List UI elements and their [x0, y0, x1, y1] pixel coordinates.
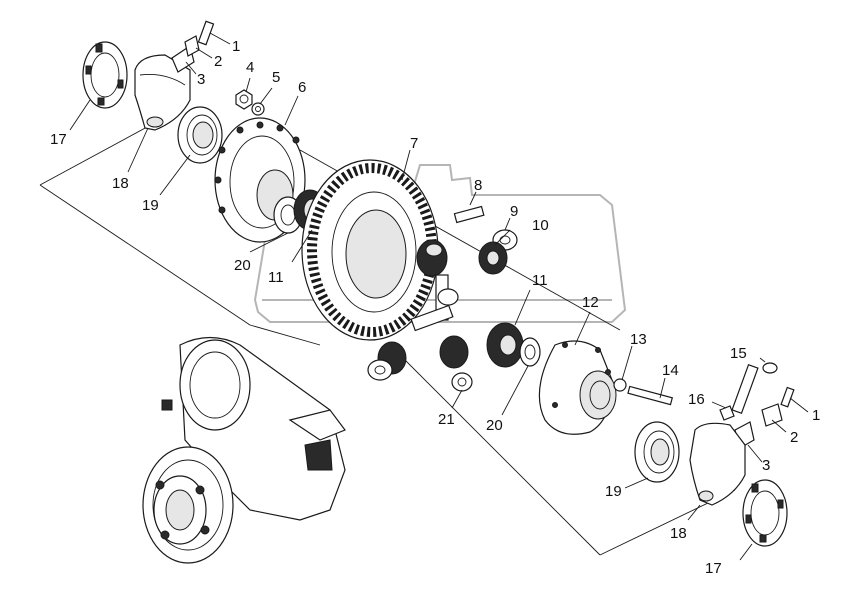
label-17-right: 17	[705, 560, 722, 577]
label-12: 12	[582, 294, 599, 311]
part-13-nut	[613, 378, 627, 392]
label-1-top: 1	[232, 38, 240, 55]
part-11-side-gear-right	[486, 322, 524, 368]
part-21-thrust-washer	[451, 372, 473, 392]
part-17-right-adjusting-nut	[742, 479, 788, 547]
label-6: 6	[298, 79, 306, 96]
label-20-right: 20	[486, 417, 503, 434]
part-8-pin	[453, 205, 485, 224]
part-20-thrust-washer-right	[519, 337, 541, 367]
part-5-washer	[251, 102, 265, 116]
label-1-right: 1	[812, 407, 820, 424]
main-reducer-housing	[142, 336, 346, 564]
label-20-left: 20	[234, 257, 251, 274]
part-1-bolt-right	[780, 386, 795, 408]
part-12-differential-case-right	[538, 340, 617, 435]
part-2-washer-right	[761, 403, 783, 427]
label-18-left: 18	[112, 175, 129, 192]
part-19-left-bearing	[177, 106, 223, 164]
label-11-right: 11	[532, 272, 548, 289]
label-8: 8	[474, 177, 482, 194]
part-18-left-bearing-cap	[134, 54, 191, 131]
label-21: 21	[438, 411, 455, 428]
label-19-right: 19	[605, 483, 622, 500]
part-number-labels: 1 2 3 4 5 6 7 8 9 10 11 20 11 12 13 14 1…	[50, 38, 820, 577]
label-15: 15	[730, 345, 747, 362]
label-3-top: 3	[197, 71, 205, 88]
label-9: 9	[510, 203, 518, 220]
part-17-left-adjusting-nut	[82, 41, 128, 109]
lower-planet-pinions	[367, 335, 469, 381]
label-14: 14	[662, 362, 679, 379]
part-18-right-bearing-cap	[689, 422, 746, 506]
label-11-left: 11	[268, 269, 284, 286]
label-18-right: 18	[670, 525, 687, 542]
label-13: 13	[630, 331, 647, 348]
part-2-washer-left	[184, 35, 200, 57]
part-15-stud	[731, 362, 778, 415]
label-2-top: 2	[214, 53, 222, 70]
label-10: 10	[532, 217, 549, 234]
part-14-bolt	[627, 385, 674, 406]
label-5: 5	[272, 69, 280, 86]
label-3-right: 3	[762, 457, 770, 474]
part-10-planet-pinion	[478, 241, 508, 275]
assembly-frame-line	[39, 119, 736, 556]
leader-lines	[69, 32, 809, 561]
label-4: 4	[246, 59, 254, 76]
part-4-nut	[235, 89, 253, 110]
part-16-lock	[719, 405, 735, 421]
part-7-ring-gear	[301, 159, 439, 341]
part-1-bolt-left	[197, 20, 215, 46]
label-2-right: 2	[790, 429, 798, 446]
label-19-left: 19	[142, 197, 159, 214]
label-16: 16	[688, 391, 705, 408]
spider-cross-shaft	[410, 239, 459, 332]
label-17-left: 17	[50, 131, 67, 148]
label-7: 7	[410, 135, 418, 152]
part-19-right-bearing	[634, 421, 680, 483]
